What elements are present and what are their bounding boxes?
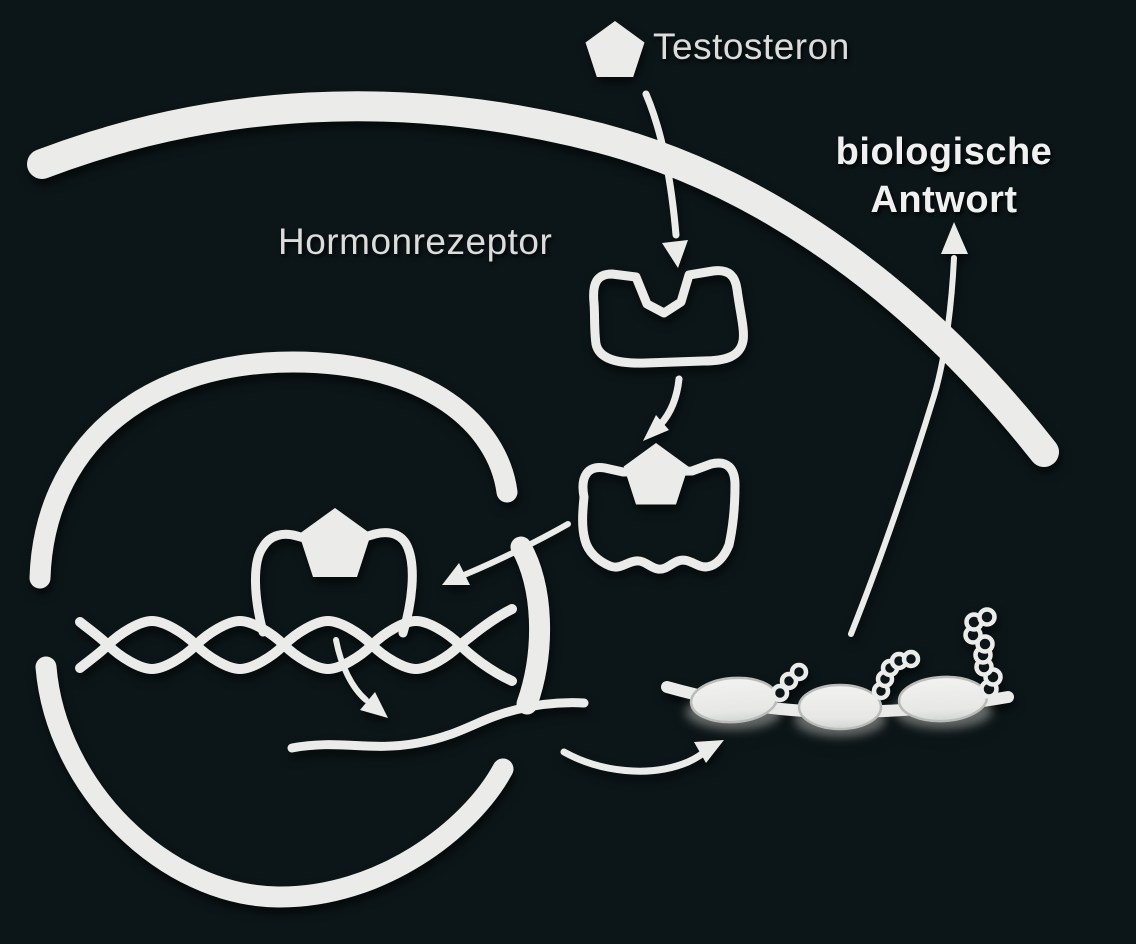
- cell-membrane: [27, 91, 1059, 467]
- hormone-receptor-label: Hormonrezeptor: [278, 221, 553, 262]
- biological-response-line1: biologische: [835, 131, 1053, 173]
- polypeptide-chain: [963, 607, 1003, 699]
- testosterone-label: Testosteron: [653, 26, 850, 67]
- biological-response-label: biologische Antwort: [812, 128, 1076, 224]
- testosterone-pentagon-icon: [585, 21, 645, 77]
- hormone-receptor-shape: [589, 266, 748, 368]
- complex-pentagon-icon: [623, 443, 689, 505]
- biological-response-line2: Antwort: [870, 179, 1018, 221]
- receptor-binding-arrow: [643, 375, 683, 441]
- mrna-export-arrow: [560, 740, 724, 775]
- dna-double-helix: [75, 604, 517, 686]
- mrna-strand: [287, 698, 589, 753]
- nuclear-receptor-complex: [251, 508, 417, 638]
- polypeptide-chain: [871, 649, 921, 701]
- ribosome: [797, 683, 883, 731]
- testosterone-entry-arrow: [642, 90, 688, 268]
- hormone-receptor-complex: [578, 443, 740, 574]
- nuclear-pentagon-icon: [299, 508, 371, 577]
- polypeptide-chain: [770, 662, 809, 703]
- transcription-arrow: [333, 637, 388, 718]
- biological-response-arrow: [848, 222, 968, 637]
- nuclear-import-arrow: [442, 521, 571, 585]
- nuclear-envelope: [29, 351, 551, 908]
